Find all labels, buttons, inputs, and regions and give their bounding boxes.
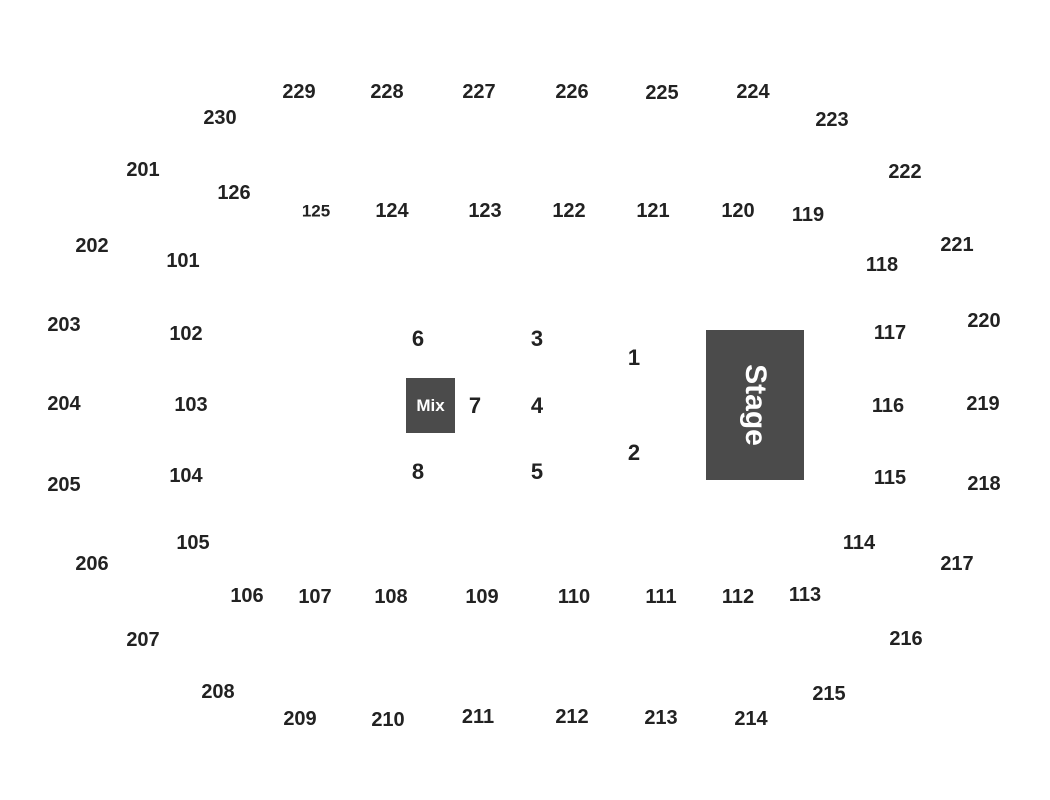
section-211[interactable]: 211 bbox=[461, 706, 495, 728]
section-6[interactable]: 6 bbox=[411, 326, 425, 351]
section-102[interactable]: 102 bbox=[169, 323, 203, 345]
section-221[interactable]: 221 bbox=[940, 234, 974, 256]
section-124[interactable]: 124 bbox=[375, 200, 409, 222]
section-111[interactable]: 111 bbox=[645, 586, 677, 608]
section-116[interactable]: 116 bbox=[871, 395, 905, 417]
section-105[interactable]: 105 bbox=[176, 532, 210, 554]
section-117[interactable]: 117 bbox=[873, 322, 907, 344]
section-220[interactable]: 220 bbox=[967, 310, 1001, 332]
section-213[interactable]: 213 bbox=[644, 707, 678, 729]
section-7[interactable]: 7 bbox=[468, 393, 482, 418]
section-101[interactable]: 101 bbox=[166, 250, 200, 272]
section-205[interactable]: 205 bbox=[47, 474, 81, 496]
section-210[interactable]: 210 bbox=[371, 709, 405, 731]
section-121[interactable]: 121 bbox=[636, 200, 670, 222]
section-223[interactable]: 223 bbox=[815, 109, 849, 131]
section-104[interactable]: 104 bbox=[169, 465, 203, 487]
section-114[interactable]: 114 bbox=[842, 532, 876, 554]
section-224[interactable]: 224 bbox=[736, 81, 770, 103]
section-228[interactable]: 228 bbox=[370, 81, 404, 103]
section-229[interactable]: 229 bbox=[282, 81, 316, 103]
section-227[interactable]: 227 bbox=[462, 81, 496, 103]
mix-booth: Mix bbox=[406, 378, 455, 433]
section-208[interactable]: 208 bbox=[201, 681, 235, 703]
section-201[interactable]: 201 bbox=[126, 159, 160, 181]
stage: Stage bbox=[706, 330, 804, 480]
section-107[interactable]: 107 bbox=[298, 586, 332, 608]
section-113[interactable]: 113 bbox=[788, 584, 822, 606]
section-123[interactable]: 123 bbox=[468, 200, 502, 222]
section-126[interactable]: 126 bbox=[217, 182, 251, 204]
section-125[interactable]: 125 bbox=[301, 201, 331, 221]
section-206[interactable]: 206 bbox=[75, 553, 109, 575]
section-212[interactable]: 212 bbox=[555, 706, 589, 728]
section-217[interactable]: 217 bbox=[940, 553, 974, 575]
section-110[interactable]: 110 bbox=[557, 586, 591, 608]
section-226[interactable]: 226 bbox=[555, 81, 589, 103]
section-122[interactable]: 122 bbox=[552, 200, 586, 222]
section-216[interactable]: 216 bbox=[889, 628, 923, 650]
section-214[interactable]: 214 bbox=[734, 708, 768, 730]
section-1[interactable]: 1 bbox=[627, 345, 641, 370]
section-225[interactable]: 225 bbox=[645, 82, 679, 104]
section-209[interactable]: 209 bbox=[283, 708, 317, 730]
section-218[interactable]: 218 bbox=[967, 473, 1001, 495]
section-5[interactable]: 5 bbox=[530, 459, 544, 484]
section-8[interactable]: 8 bbox=[411, 459, 425, 484]
section-202[interactable]: 202 bbox=[75, 235, 109, 257]
section-119[interactable]: 119 bbox=[791, 204, 825, 226]
section-222[interactable]: 222 bbox=[888, 161, 922, 183]
section-112[interactable]: 112 bbox=[721, 586, 755, 608]
mix-label: Mix bbox=[416, 395, 445, 415]
section-207[interactable]: 207 bbox=[126, 629, 160, 651]
section-2[interactable]: 2 bbox=[627, 440, 641, 465]
section-219[interactable]: 219 bbox=[966, 393, 1000, 415]
section-3[interactable]: 3 bbox=[530, 326, 544, 351]
section-203[interactable]: 203 bbox=[47, 314, 81, 336]
section-120[interactable]: 120 bbox=[721, 200, 755, 222]
section-215[interactable]: 215 bbox=[812, 683, 846, 705]
section-106[interactable]: 106 bbox=[230, 585, 264, 607]
section-103[interactable]: 103 bbox=[174, 394, 208, 416]
section-109[interactable]: 109 bbox=[465, 586, 499, 608]
section-118[interactable]: 118 bbox=[865, 254, 899, 276]
section-4[interactable]: 4 bbox=[530, 393, 544, 418]
section-230[interactable]: 230 bbox=[203, 107, 237, 129]
section-108[interactable]: 108 bbox=[374, 586, 408, 608]
section-204[interactable]: 204 bbox=[47, 393, 81, 415]
stage-label: Stage bbox=[738, 364, 772, 446]
section-115[interactable]: 115 bbox=[873, 467, 907, 489]
